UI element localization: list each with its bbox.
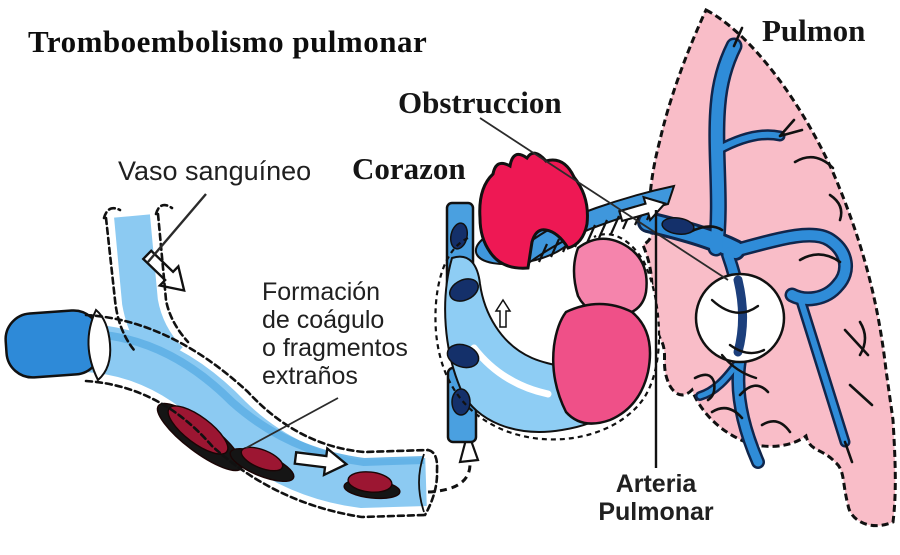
- pericardium-outline: [434, 233, 661, 441]
- left-ventricle: [551, 302, 652, 425]
- vessel-cut-stub: [4, 309, 102, 379]
- heart-illustration: [434, 151, 676, 444]
- label-formacion-coagulo: Formación de coágulo o fragmentos extrañ…: [262, 278, 408, 390]
- label-arteria-pulmonar: Arteria Pulmonar: [598, 470, 714, 526]
- diagram-title: Tromboembolismo pulmonar: [28, 24, 428, 59]
- heart-clots: [446, 222, 480, 416]
- label-obstruccion: Obstruccion: [398, 85, 562, 120]
- obstruction-detail-lines: [710, 298, 766, 380]
- embolism-travel-arrow: [427, 428, 480, 494]
- formacion-leader-line: [245, 397, 339, 449]
- aorta: [478, 151, 589, 270]
- lung-fissure-lines: [688, 26, 874, 464]
- leader-lines: [147, 117, 729, 468]
- left-atrium: [572, 237, 648, 318]
- vessel-outline: [84, 203, 439, 519]
- vaso-leader-line: [147, 193, 207, 263]
- vessel-open-end: [418, 453, 425, 513]
- label-corazon: Corazon: [352, 151, 466, 186]
- blood-vessel-illustration: [4, 203, 439, 519]
- lung-lobe: [641, 7, 897, 528]
- label-vaso-sanguineo: Vaso sanguíneo: [118, 156, 312, 186]
- lung-illustration: [637, 7, 897, 528]
- vessel-cut-rim: [87, 308, 112, 382]
- embolus-clot: [661, 217, 695, 235]
- obstruccion-leader-line: [479, 117, 729, 281]
- obstructed-vessel-segment: [733, 275, 747, 357]
- vessel-lumen: [84, 324, 427, 509]
- label-pulmon: Pulmon: [762, 13, 866, 48]
